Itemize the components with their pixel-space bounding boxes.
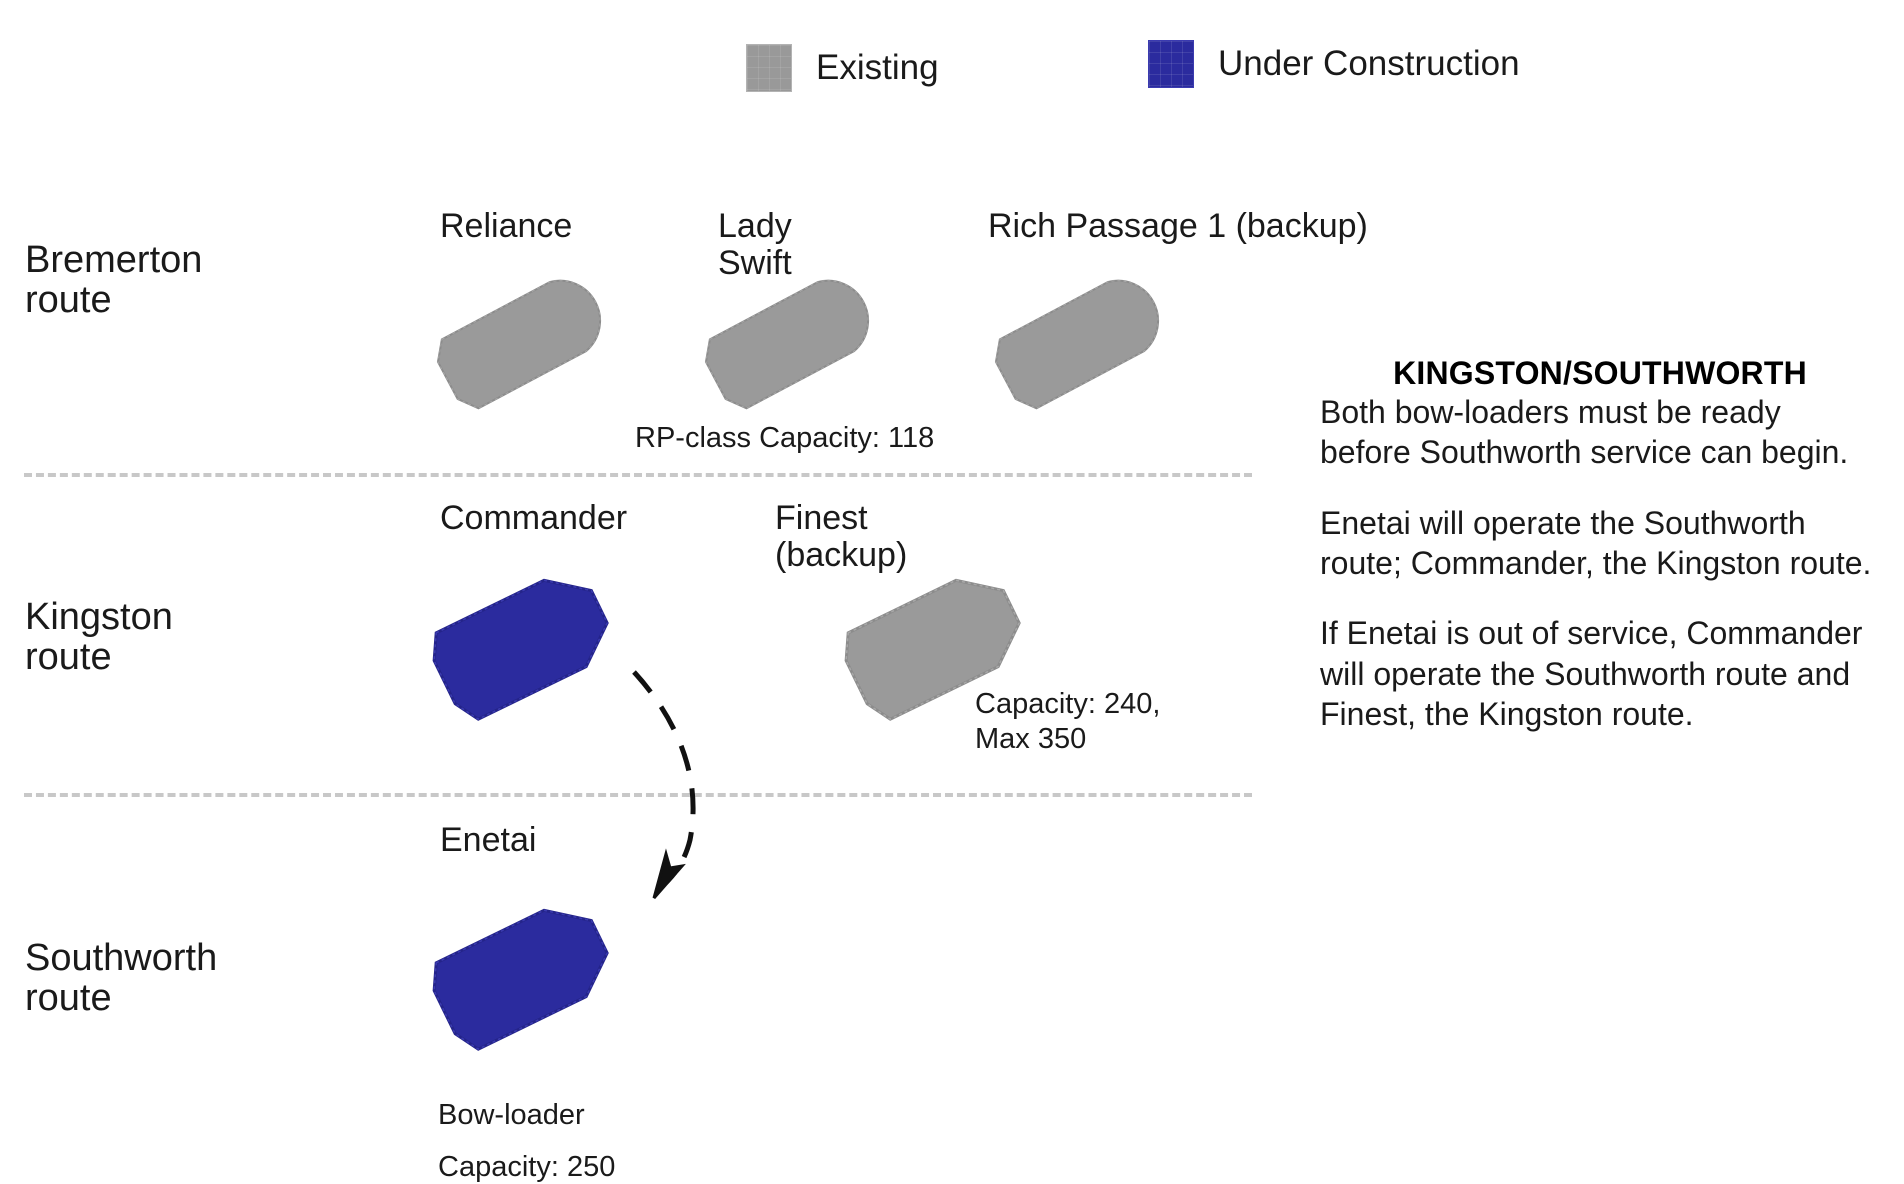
legend-item-existing: Existing — [746, 44, 939, 92]
ship-commander — [428, 550, 643, 725]
vessel-name-reliance: Reliance — [440, 207, 573, 245]
divider-kingston-southworth — [24, 793, 1252, 797]
southworth-capacity-note: Capacity: 250 — [438, 1151, 616, 1183]
ship-enetai — [428, 880, 643, 1055]
vessel-name-finest: Finest (backup) — [775, 499, 908, 574]
ship-rich-passage-1 — [990, 258, 1200, 410]
vessel-name-enetai: Enetai — [440, 821, 537, 859]
vessel-name-lady-swift: Lady Swift — [718, 207, 792, 282]
legend-label-existing: Existing — [816, 48, 939, 87]
side-panel-paragraph-2: Enetai will operate the Southworth route… — [1320, 504, 1872, 581]
route-label-bremerton: Bremerton route — [25, 239, 203, 322]
legend-item-under-construction: Under Construction — [1148, 40, 1520, 88]
existing-swatch — [746, 44, 792, 92]
legend-label-under-construction: Under Construction — [1218, 44, 1520, 83]
divider-bremerton-kingston — [24, 473, 1252, 477]
side-panel-paragraph-1: Both bow-loaders must be ready before So… — [1320, 394, 1849, 471]
commander-to-enetai-arrow — [610, 650, 750, 910]
vessel-name-rich-passage-1: Rich Passage 1 (backup) — [988, 207, 1368, 245]
ship-finest — [840, 550, 1055, 725]
kingston-capacity-note: Capacity: 240, Max 350 — [975, 688, 1161, 756]
route-label-kingston: Kingston route — [25, 596, 173, 679]
southworth-type-note: Bow-loader — [438, 1099, 585, 1131]
side-panel-paragraph-3: If Enetai is out of service, Commander w… — [1320, 615, 1863, 732]
ship-lady-swift — [700, 258, 910, 410]
vessel-name-commander: Commander — [440, 499, 628, 537]
kingston-southworth-notes-panel: KINGSTON/SOUTHWORTH Both bow-loaders mus… — [1320, 355, 1880, 734]
side-panel-heading: KINGSTON/SOUTHWORTH — [1393, 355, 1807, 391]
under-construction-swatch — [1148, 40, 1194, 88]
ship-reliance — [432, 258, 642, 410]
bremerton-capacity-note: RP-class Capacity: 118 — [635, 422, 935, 454]
route-label-southworth: Southworth route — [25, 937, 218, 1020]
